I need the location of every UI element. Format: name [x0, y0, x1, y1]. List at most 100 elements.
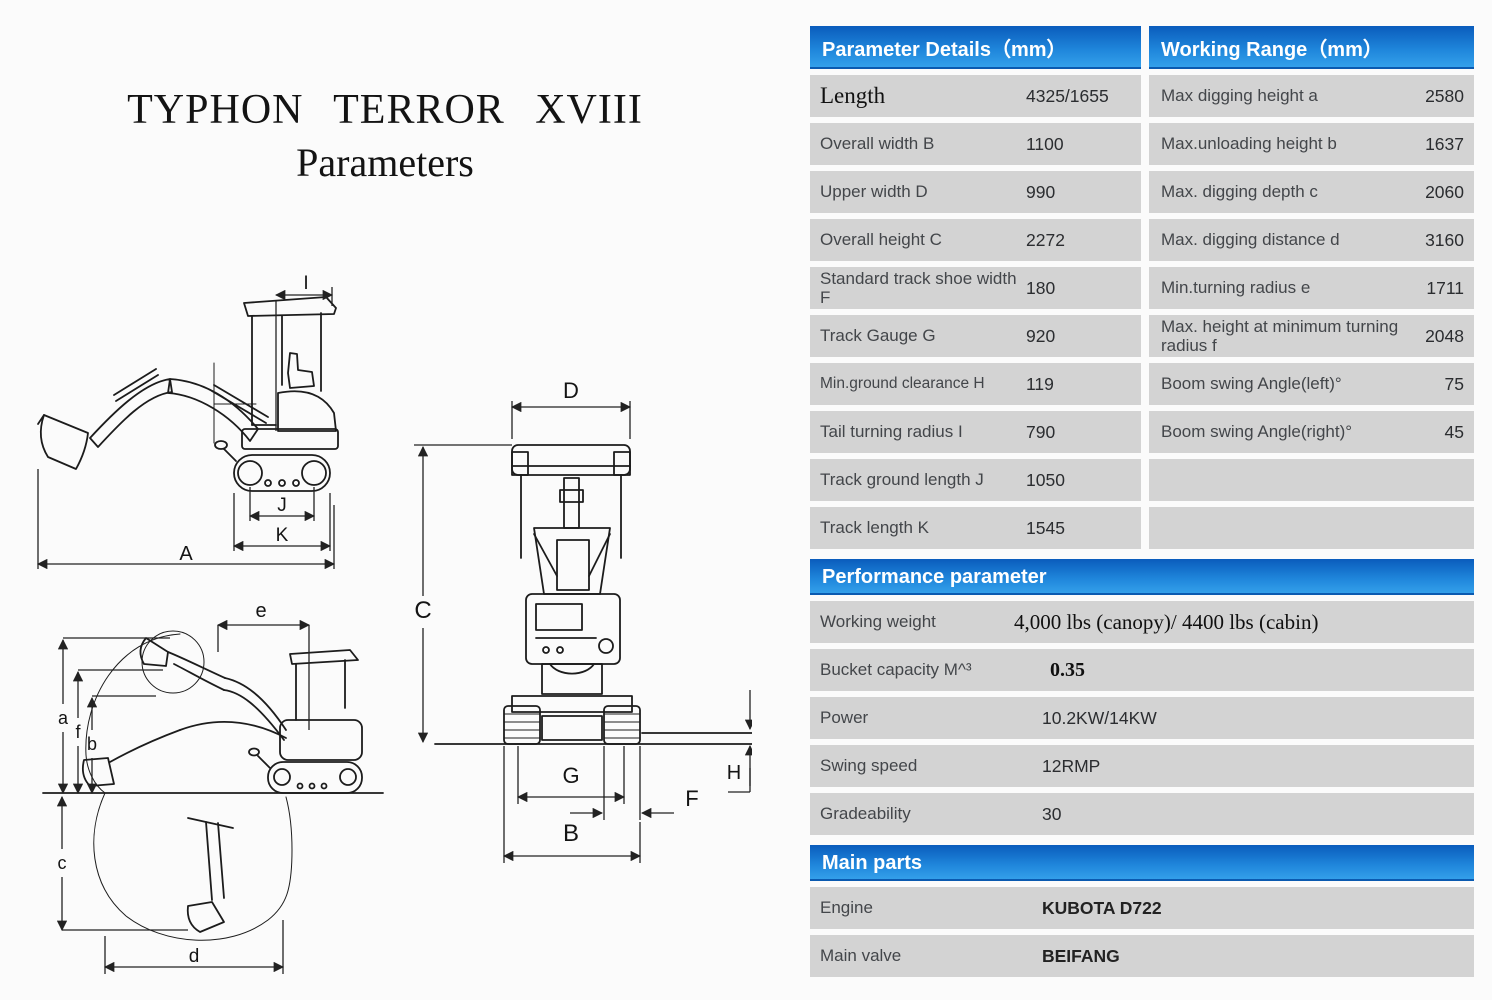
working-range-dimensions — [56, 619, 311, 974]
param-value: 1050 — [1026, 469, 1065, 490]
param-value: 4325/1655 — [1026, 85, 1109, 106]
performance-section-header: Performance parameter — [810, 559, 1474, 595]
param-label: Overall height C — [820, 230, 942, 250]
dim-label-B: B — [563, 820, 579, 847]
table-row: Track Gauge G 920 Max. height at minimum… — [810, 315, 1474, 357]
param-label: Length — [820, 83, 886, 109]
range-cell: Boom swing Angle(right)° 45 — [1149, 411, 1474, 453]
range-cell-empty — [1149, 507, 1474, 549]
range-label: Min.turning radius e — [1161, 278, 1311, 298]
spec-table-header: Parameter Details（mm） Working Range（mm） — [810, 26, 1474, 69]
table-row: Overall width B 1100 Max.unloading heigh… — [810, 123, 1474, 165]
table-row: Bucket capacity M^³ 0.35 — [810, 649, 1474, 691]
param-value: 119 — [1026, 373, 1054, 394]
param-cell: Overall height C 2272 — [810, 219, 1141, 261]
param-label: Track Gauge G — [820, 326, 936, 346]
range-cell: Max digging height a 2580 — [1149, 75, 1474, 117]
table-row: Min.ground clearance H 119 Boom swing An… — [810, 363, 1474, 405]
dim-label-C: C — [414, 597, 431, 624]
part-value: KUBOTA D722 — [1042, 897, 1162, 918]
perf-label: Bucket capacity M^³ — [820, 660, 972, 680]
side-view-dimensions — [36, 287, 336, 570]
perf-value: 10.2KW/14KW — [1042, 707, 1157, 728]
dim-label-K: K — [276, 525, 289, 546]
table-row: Standard track shoe width F 180 Min.turn… — [810, 267, 1474, 309]
param-value: 2272 — [1026, 229, 1065, 250]
range-cell: Max.unloading height b 1637 — [1149, 123, 1474, 165]
table-row: Power 10.2KW/14KW — [810, 697, 1474, 739]
range-cell: Min.turning radius e 1711 — [1149, 267, 1474, 309]
excavator-side-drawing — [37, 296, 339, 492]
dim-label-a: a — [58, 708, 69, 728]
range-value: 2048 — [1425, 325, 1464, 346]
dim-label-A: A — [179, 543, 193, 565]
range-label: Max. height at minimum turning radius f — [1161, 316, 1399, 355]
param-cell: Overall width B 1100 — [810, 123, 1141, 165]
param-label: Upper width D — [820, 182, 928, 202]
range-value: 45 — [1444, 421, 1464, 442]
param-label: Min.ground clearance H — [820, 375, 985, 393]
range-cell: Boom swing Angle(left)° 75 — [1149, 363, 1474, 405]
range-label: Boom swing Angle(left)° — [1161, 374, 1342, 394]
perf-value: 4,000 lbs (canopy)/ 4400 lbs (cabin) — [1014, 609, 1319, 634]
param-cell: Length 4325/1655 — [810, 75, 1141, 117]
excavator-range-drawing — [42, 630, 384, 941]
param-cell: Track Gauge G 920 — [810, 315, 1141, 357]
param-label: Tail turning radius I — [820, 422, 963, 442]
working-range-header: Working Range（mm） — [1149, 26, 1474, 69]
param-value: 180 — [1026, 277, 1056, 298]
range-value: 2580 — [1425, 85, 1464, 106]
perf-label: Swing speed — [820, 756, 918, 776]
range-label: Max.unloading height b — [1161, 134, 1337, 154]
range-cell-empty — [1149, 459, 1474, 501]
range-value: 3160 — [1425, 229, 1464, 250]
main-parts-section-header: Main parts — [810, 845, 1474, 881]
table-row: Tail turning radius I 790 Boom swing Ang… — [810, 411, 1474, 453]
range-cell: Max. digging distance d 3160 — [1149, 219, 1474, 261]
dim-label-I: I — [303, 273, 308, 294]
dim-label-e: e — [255, 600, 266, 622]
range-value: 2060 — [1425, 181, 1464, 202]
parameter-details-header: Parameter Details（mm） — [810, 26, 1141, 69]
front-view-diagram: D C H G F B — [414, 378, 752, 863]
table-row: Engine KUBOTA D722 — [810, 887, 1474, 929]
table-row: Overall height C 2272 Max. digging dista… — [810, 219, 1474, 261]
param-cell: Min.ground clearance H 119 — [810, 363, 1141, 405]
dim-label-b: b — [87, 734, 97, 754]
perf-value: 12RMP — [1042, 755, 1101, 776]
dim-label-c: c — [58, 853, 67, 873]
part-label: Main valve — [820, 946, 902, 966]
param-cell: Track length K 1545 — [810, 507, 1141, 549]
table-row: Upper width D 990 Max. digging depth c 2… — [810, 171, 1474, 213]
table-row: Working weight 4,000 lbs (canopy)/ 4400 … — [810, 601, 1474, 643]
side-view-diagram: I J K A — [36, 273, 339, 570]
range-value: 1637 — [1425, 133, 1464, 154]
part-label: Engine — [820, 898, 873, 918]
param-cell: Track ground length J 1050 — [810, 459, 1141, 501]
part-value: BEIFANG — [1042, 945, 1120, 966]
dim-label-D: D — [563, 378, 579, 403]
param-value: 920 — [1026, 325, 1056, 346]
table-row: Gradeability 30 — [810, 793, 1474, 835]
perf-label: Gradeability — [820, 804, 911, 824]
front-view-dimensions — [414, 401, 752, 863]
param-label: Overall width B — [820, 134, 935, 154]
table-row: Main valve BEIFANG — [810, 935, 1474, 977]
excavator-front-drawing — [434, 444, 752, 745]
param-label: Standard track shoe width F — [820, 268, 1017, 307]
range-label: Max digging height a — [1161, 86, 1318, 106]
dim-label-G: G — [562, 763, 579, 788]
param-cell: Tail turning radius I 790 — [810, 411, 1141, 453]
table-row: Length 4325/1655 Max digging height a 25… — [810, 75, 1474, 117]
param-label: Track length K — [820, 518, 929, 538]
param-value: 990 — [1026, 181, 1056, 202]
param-value: 1545 — [1026, 517, 1065, 538]
param-cell: Standard track shoe width F 180 — [810, 267, 1141, 309]
spec-panel: Parameter Details（mm） Working Range（mm） … — [810, 26, 1474, 977]
title-subtitle: Parameters — [296, 139, 474, 185]
perf-value: 30 — [1042, 803, 1062, 824]
dim-label-f: f — [75, 722, 81, 742]
range-label: Max. digging distance d — [1161, 230, 1340, 250]
title-model-name: TYPHON TERROR XVIII — [127, 87, 643, 133]
